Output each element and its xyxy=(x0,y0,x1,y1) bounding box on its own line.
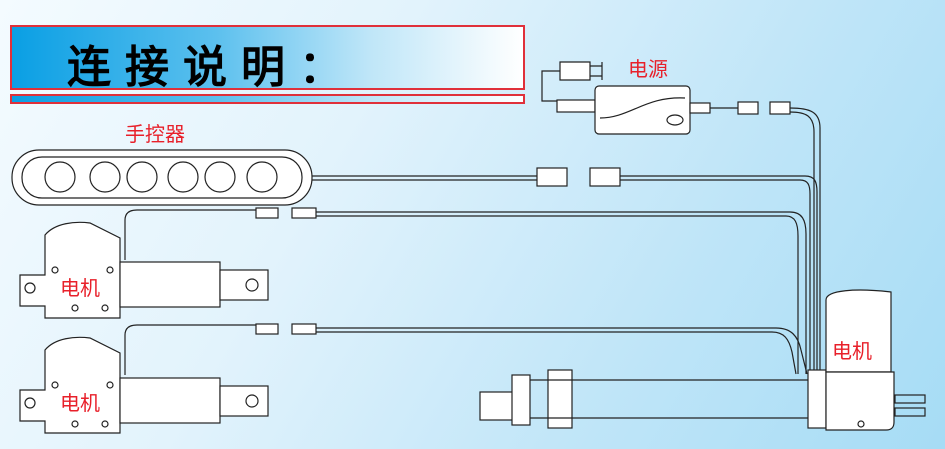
motor-2-icon xyxy=(19,323,808,434)
title-underline-bar xyxy=(10,94,525,104)
power-label: 电源 xyxy=(628,57,668,81)
page-title: 连接说明： xyxy=(67,42,357,93)
title-banner: 连接说明： xyxy=(10,25,525,93)
motor-2-label: 电机 xyxy=(60,391,100,415)
motor-1-label: 电机 xyxy=(60,276,100,300)
power-plug-icon xyxy=(541,61,603,102)
hand-controller-label: 手控器 xyxy=(125,122,185,146)
hand-controller-icon xyxy=(11,149,818,374)
main-motor-icon xyxy=(479,289,926,431)
power-adapter-icon xyxy=(556,85,821,373)
motor-1-icon xyxy=(19,207,807,374)
main-motor-label: 电机 xyxy=(832,339,872,363)
